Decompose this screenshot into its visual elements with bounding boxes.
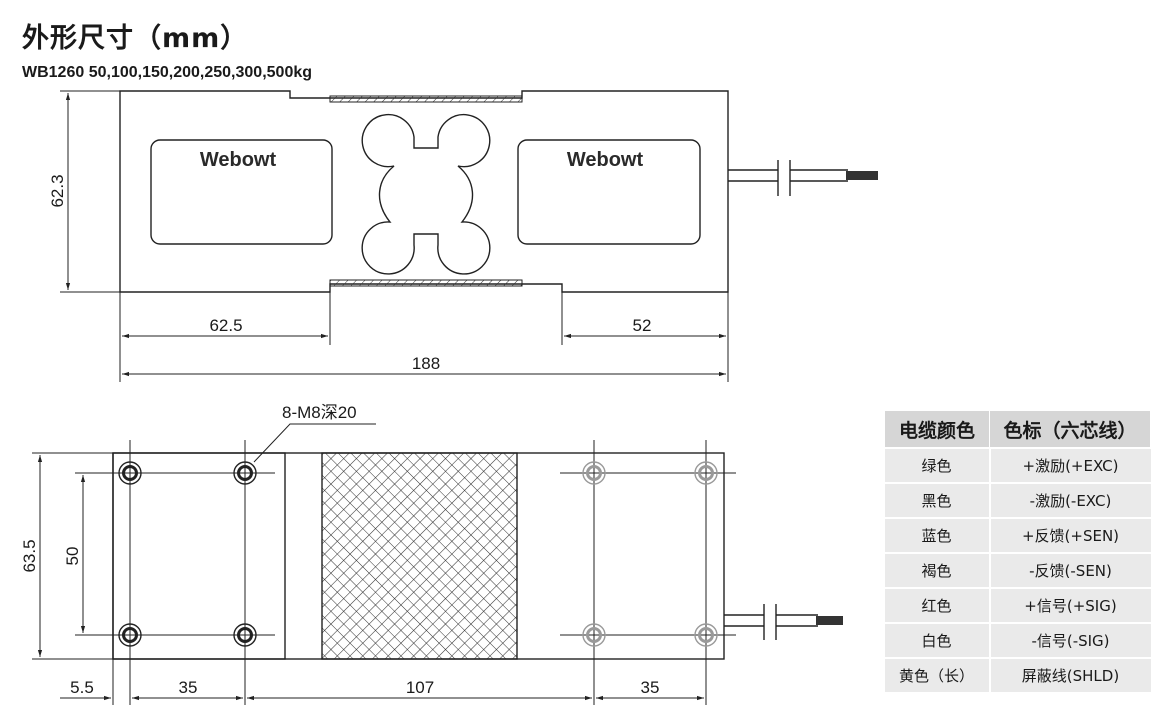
table-row: 红色 +信号(+SIG) (884, 587, 1151, 623)
mounting-hole (694, 623, 718, 647)
mounting-hole (582, 623, 606, 647)
page-title: 外形尺寸（mm） (22, 23, 249, 54)
dim-label-left: 62.5 (209, 316, 242, 335)
cable-end-bottom (816, 616, 843, 625)
table-row: 黑色 -激励(-EXC) (884, 482, 1151, 518)
signal-cell: -信号(-SIG) (988, 622, 1151, 658)
wiring-table: 电缆颜色 色标（六芯线） 绿色 +激励(+EXC) 黑色 -激励(-EXC) 蓝… (884, 410, 1151, 692)
bottom-cable (724, 614, 818, 627)
cross-hatch-area (321, 452, 518, 660)
signal-cell: +信号(+SIG) (988, 587, 1151, 623)
wiring-table-header: 电缆颜色 色标（六芯线） (884, 410, 1151, 449)
mounting-hole (582, 461, 606, 485)
table-row: 蓝色 +反馈(+SEN) (884, 517, 1151, 553)
table-row: 褐色 -反馈(-SEN) (884, 552, 1151, 588)
signal-cell: +反馈(+SEN) (988, 517, 1151, 553)
cable-color-cell: 黄色（长） (884, 657, 990, 692)
right-label-plate (517, 139, 701, 245)
cable-end (846, 171, 878, 180)
signal-cell: -反馈(-SEN) (988, 552, 1151, 588)
brand-logo-left: Webowt (200, 149, 277, 171)
thread-note: 8-M8深20 (282, 403, 357, 422)
dim-label-right-holes: 35 (641, 678, 660, 697)
cable-color-cell: 红色 (884, 587, 990, 623)
beam-cutout (361, 113, 491, 275)
side-view (60, 90, 878, 382)
header-color-code: 色标（六芯线） (989, 410, 1151, 449)
table-row: 黄色（长） 屏蔽线(SHLD) (884, 657, 1151, 692)
cable-color-cell: 蓝色 (884, 517, 990, 553)
mounting-hole (233, 461, 257, 485)
cable-color-cell: 黑色 (884, 482, 990, 518)
signal-cell: -激励(-EXC) (988, 482, 1151, 518)
cable-color-cell: 白色 (884, 622, 990, 658)
dim-label-bottom-height: 63.5 (20, 539, 39, 572)
thread-note-leader (253, 423, 376, 463)
dim-label-height: 62.3 (48, 174, 67, 207)
mounting-hole (118, 623, 142, 647)
dim-label-total: 188 (412, 354, 440, 373)
mounting-hole (694, 461, 718, 485)
mounting-block (112, 452, 286, 660)
mounting-hole (233, 623, 257, 647)
bottom-hatch-band (329, 279, 523, 287)
side-cable (728, 169, 848, 182)
table-row: 绿色 +激励(+EXC) (884, 447, 1151, 483)
mounting-hole (118, 461, 142, 485)
model-range: WB1260 50,100,150,200,250,300,500kg (22, 64, 313, 81)
signal-cell: 屏蔽线(SHLD) (988, 657, 1151, 692)
top-hatch-band (329, 95, 523, 103)
signal-cell: +激励(+EXC) (988, 447, 1151, 483)
brand-logo-right: Webowt (567, 149, 644, 171)
dim-label-hole-spacing: 50 (63, 547, 82, 566)
dim-label-right: 52 (633, 316, 652, 335)
dim-label-left-holes: 35 (179, 678, 198, 697)
table-row: 白色 -信号(-SIG) (884, 622, 1151, 658)
bottom-view (32, 423, 843, 705)
dim-label-offset: 5.5 (70, 678, 94, 697)
cable-color-cell: 褐色 (884, 552, 990, 588)
dim-label-middle: 107 (406, 678, 434, 697)
load-cell-body-outline (119, 90, 729, 293)
header-cable-color: 电缆颜色 (884, 410, 990, 449)
left-label-plate (150, 139, 333, 245)
cable-color-cell: 绿色 (884, 447, 990, 483)
